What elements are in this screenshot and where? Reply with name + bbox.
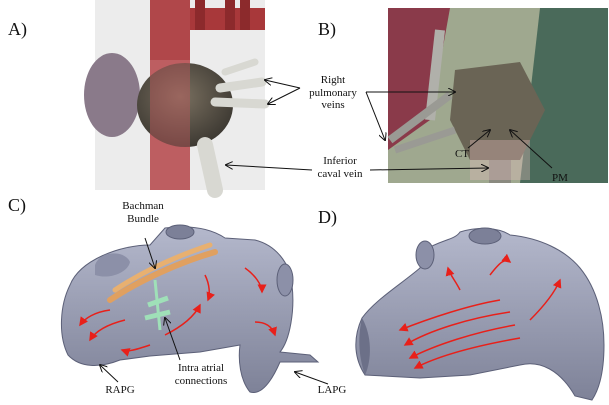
panel-d-illustration: [356, 228, 604, 400]
panel-a-illustration: [84, 0, 265, 190]
label-intra-atrial-connections: Intra atrial connections: [160, 362, 242, 387]
label-ct: CT: [452, 148, 472, 161]
arrow-rpv-to-a-lower: [268, 88, 300, 104]
label-bachman-bundle: Bachman Bundle: [108, 200, 178, 225]
panel-b-illustration: [388, 8, 608, 183]
label-lapg: LAPG: [312, 384, 352, 397]
right-pulmonary-vein-upper: [220, 82, 262, 88]
label-rapg: RAPG: [100, 384, 140, 397]
label-inferior-caval-vein: Inferior caval vein: [300, 155, 380, 180]
atria-body-d: [356, 228, 604, 400]
label-pm: PM: [548, 172, 572, 185]
inferior-caval-vein: [205, 145, 215, 190]
arrow-rpv-to-a-upper: [265, 80, 300, 88]
right-pulmonary-vein-lower: [215, 102, 265, 104]
arrow-rpv-to-b-lower: [366, 92, 385, 140]
background-tissue-purple: [84, 53, 140, 137]
label-right-pulmonary-veins: Right pulmonary veins: [300, 74, 366, 112]
arrow-lapg: [295, 372, 328, 384]
arrow-rapg: [100, 365, 118, 382]
